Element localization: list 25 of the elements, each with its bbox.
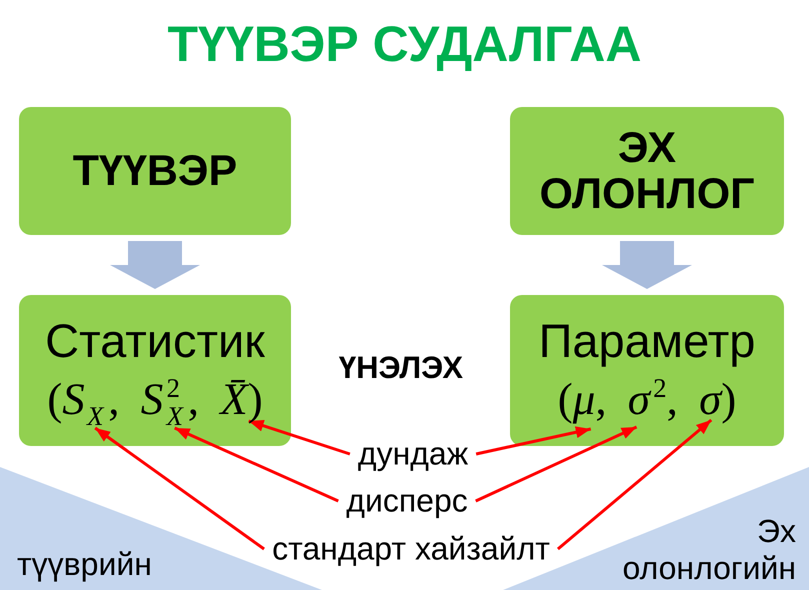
title: ТҮҮВЭР СУДАЛГАА <box>168 15 642 74</box>
process-box <box>510 295 784 446</box>
term-label: дисперс <box>346 482 468 520</box>
box-title: Параметр <box>538 315 756 368</box>
box-title: ТҮҮВЭР <box>72 148 238 194</box>
formula: (S$_{X}$, S$^{2}$$_{X}$, X̄) <box>47 374 263 426</box>
pointer-arrow <box>248 419 350 456</box>
term-label: дундаж <box>358 436 468 472</box>
action-label: ҮНЭЛЭХ <box>338 350 464 386</box>
formula: (μ, σ$^{2}$, σ) <box>558 374 736 426</box>
process-box <box>510 107 784 235</box>
block-arrow <box>110 241 200 289</box>
pointer-arrow <box>476 426 592 456</box>
pointer-arrow <box>475 426 638 502</box>
process-box <box>19 107 291 235</box>
block-arrow <box>602 241 692 289</box>
process-box <box>19 295 291 446</box>
corner-label: түүврийн <box>17 546 152 583</box>
box-title: Статистик <box>45 315 265 368</box>
pointer-arrow <box>556 418 712 550</box>
corner-label: Эх олонлогийн <box>621 513 796 587</box>
pointer-arrow <box>174 426 339 502</box>
pointer-arrow <box>94 426 265 550</box>
term-label: стандарт хайзайлт <box>272 530 550 568</box>
box-title: ЭХ ОЛОНЛОГ <box>538 124 756 218</box>
